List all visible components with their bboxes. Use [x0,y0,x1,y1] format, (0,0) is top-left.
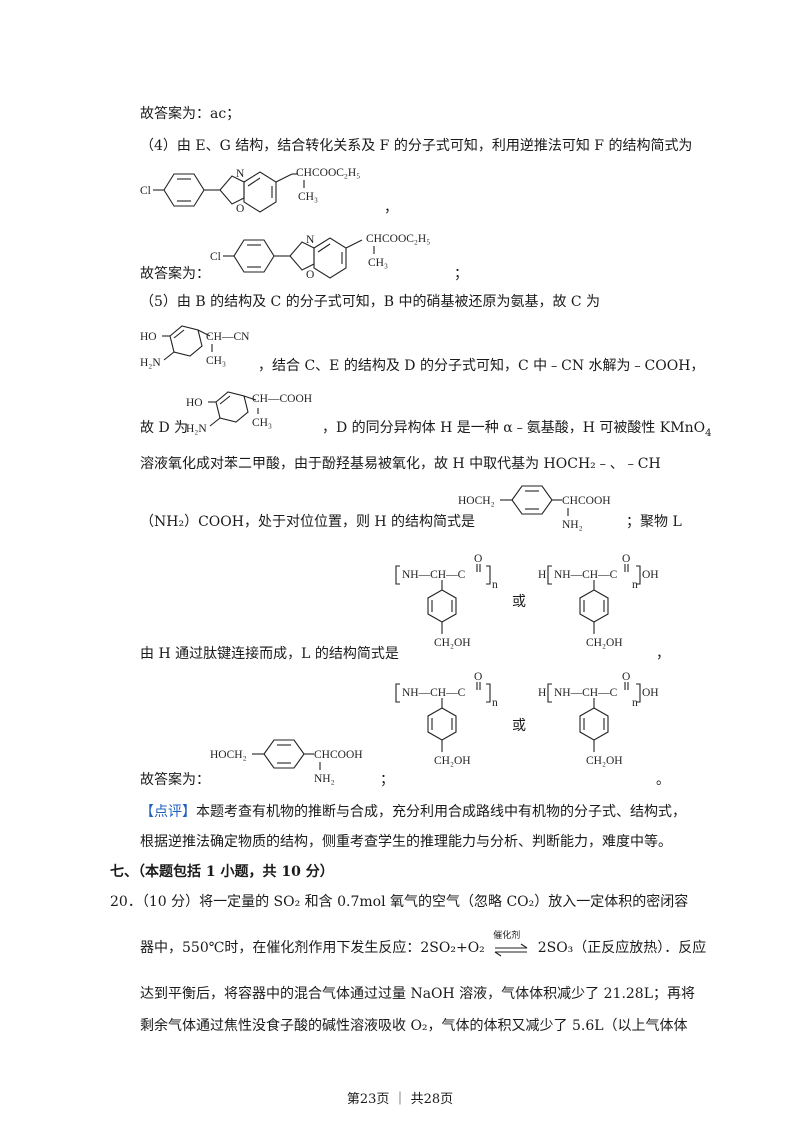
structure-h: HOCH₂ CHCOOH NH₂ [458,484,638,538]
polymer-2a: O NH—CH—C n CH₂OH [390,670,510,782]
svg-text:n: n [632,579,638,591]
answer-line-1: 故答案为：ac； [140,106,241,122]
part5-intro: （5）由 B 的结构及 C 的分子式可知，B 中的硝基被还原为氨基，故 C 为 [140,294,601,310]
cl-label: Cl [140,185,151,197]
svg-text:NH₂: NH₂ [314,773,335,785]
svg-text:CH₃: CH₃ [368,257,388,269]
svg-text:CH₂OH: CH₂OH [586,755,623,767]
f-chain-label: CHCOOC₂H₅ [296,167,360,179]
svg-text:H: H [538,569,546,581]
svg-text:Cl: Cl [210,251,221,263]
svg-text:CH₂OH: CH₂OH [586,637,623,649]
svg-text:HOCH₂: HOCH₂ [210,749,247,761]
q20-line-1: 20．（10 分）将一定量的 SO₂ 和含 0.7mol 氧气的空气（忽略 CO… [110,894,689,910]
o-label: O [236,203,244,215]
comma: ， [384,200,398,216]
n-label: N [236,168,245,180]
comment-line-2: 根据逆推法确定物质的结构，侧重考查学生的推理能力与分析、判断能力，难度中等。 [140,834,672,850]
catalyst-label: 催化剂 [493,931,521,941]
structure-d: HO H₂N CH—COOH CH₃ [186,384,336,438]
part5-text-3: 溶液氧化成对苯二甲酸，由于酚羟基易被氧化，故 H 中取代基为 HOCH₂﹣、﹣C… [140,456,661,472]
q20-line-2: 器中，550℃时，在催化剂作用下发生反应：2SO₂+O₂ 催化剂 2SO₃（正反… [140,931,706,958]
svg-text:NH—CH—C: NH—CH—C [402,687,466,699]
svg-text:CHCOOC₂H₅: CHCOOC₂H₅ [366,233,430,245]
d-prefix: 故 D 为 [140,420,189,436]
svg-text:NH—CH—C: NH—CH—C [402,569,466,581]
l-prefix: 由 H 通过肽键连接而成，L 的结构简式是 [140,646,399,662]
h-prefix: （NH₂）COOH，处于对位位置，则 H 的结构简式是 [140,514,476,530]
polymer-1b: H O NH—CH—C n OH CH₂OH [538,552,678,664]
hoch2-label: HOCH₂ [458,495,495,507]
svg-text:O: O [474,553,482,565]
answer-prefix-4: 故答案为： [140,266,210,282]
answer-prefix-5: 故答案为： [140,772,210,788]
svg-text:N: N [306,234,315,246]
or-2: 或 [512,718,526,734]
comment-line-1: 【点评】本题考查有机物的推断与合成，充分利用合成路线中有机物的分子式、结构式， [140,804,686,820]
polymer-2b: H O NH—CH—C n OH CH₂OH [538,670,678,782]
svg-text:CHCOOH: CHCOOH [314,749,363,761]
answer-semicolon: ； [380,772,394,788]
svg-text:n: n [492,697,498,709]
svg-text:O: O [622,553,630,565]
ch3-label: CH₃ [206,355,226,367]
section-header: 七、（本题包括 1 小题，共 10 分） [110,864,334,880]
svg-text:H: H [538,687,546,699]
svg-text:H₂N: H₂N [186,423,207,435]
q20-line-3: 达到平衡后，将容器中的混合气体通过过量 NaOH 溶液，气体体积减少了 21.2… [140,986,696,1002]
f-methyl-label: CH₃ [298,191,318,203]
or-1: 或 [512,594,526,610]
svg-text:OH: OH [642,687,659,699]
q20-line-4: 剩余气体通过焦性没食子酸的碱性溶液吸收 O₂，气体的体积又减少了 5.6L（以上… [140,1018,688,1034]
equilibrium-arrow: 催化剂 [489,931,533,958]
semicolon: ； [454,266,468,282]
svg-text:O: O [474,671,482,683]
c-chain-label: CH—CN [206,331,250,343]
h-suffix: ；聚物 L [626,514,682,530]
svg-text:O: O [622,671,630,683]
svg-text:O: O [306,269,314,281]
d-text: ，D 的同分异构体 H 是一种 α﹣氨基酸，H 可被酸性 KMnO4 [322,420,712,439]
svg-text:CH₂OH: CH₂OH [434,637,471,649]
svg-text:NH—CH—C: NH—CH—C [554,569,618,581]
part5-text-2: ，结合 C、E 的结构及 D 的分子式可知，C 中﹣CN 水解为﹣COOH， [258,358,705,374]
svg-text:n: n [632,697,638,709]
structure-h-answer: HOCH₂ CHCOOH NH₂ [210,738,390,792]
part4-intro: （4）由 E、G 结构，结合转化关系及 F 的分子式可知，利用逆推法可知 F 的… [140,138,693,154]
svg-text:CH₂OH: CH₂OH [434,755,471,767]
l-suffix: ， [656,646,670,662]
structure-f-answer: Cl N O CHCOOC₂H₅ CH₃ [210,226,470,292]
nh2-label: NH₂ [562,519,583,531]
h2n-label: H₂N [140,357,161,369]
chcooh-label: CHCOOH [562,495,611,507]
structure-f: Cl N O CHCOOC₂H₅ CH₃ [140,160,400,226]
svg-text:CH₃: CH₃ [252,417,272,429]
comment-tag: 【点评】 [140,804,196,820]
svg-text:HO: HO [186,397,203,409]
structure-c: HO H₂N CH—CN CH₃ [140,318,260,372]
answer-period: 。 [656,772,670,788]
ho-label: HO [140,331,157,343]
page-footer: 第23页 ｜ 共28页 [346,1092,454,1107]
svg-text:NH—CH—C: NH—CH—C [554,687,618,699]
svg-text:n: n [492,579,498,591]
polymer-1a: O NH—CH—C n CH₂OH [390,552,510,664]
d-chain-label: CH—COOH [252,393,312,405]
svg-text:OH: OH [642,569,659,581]
